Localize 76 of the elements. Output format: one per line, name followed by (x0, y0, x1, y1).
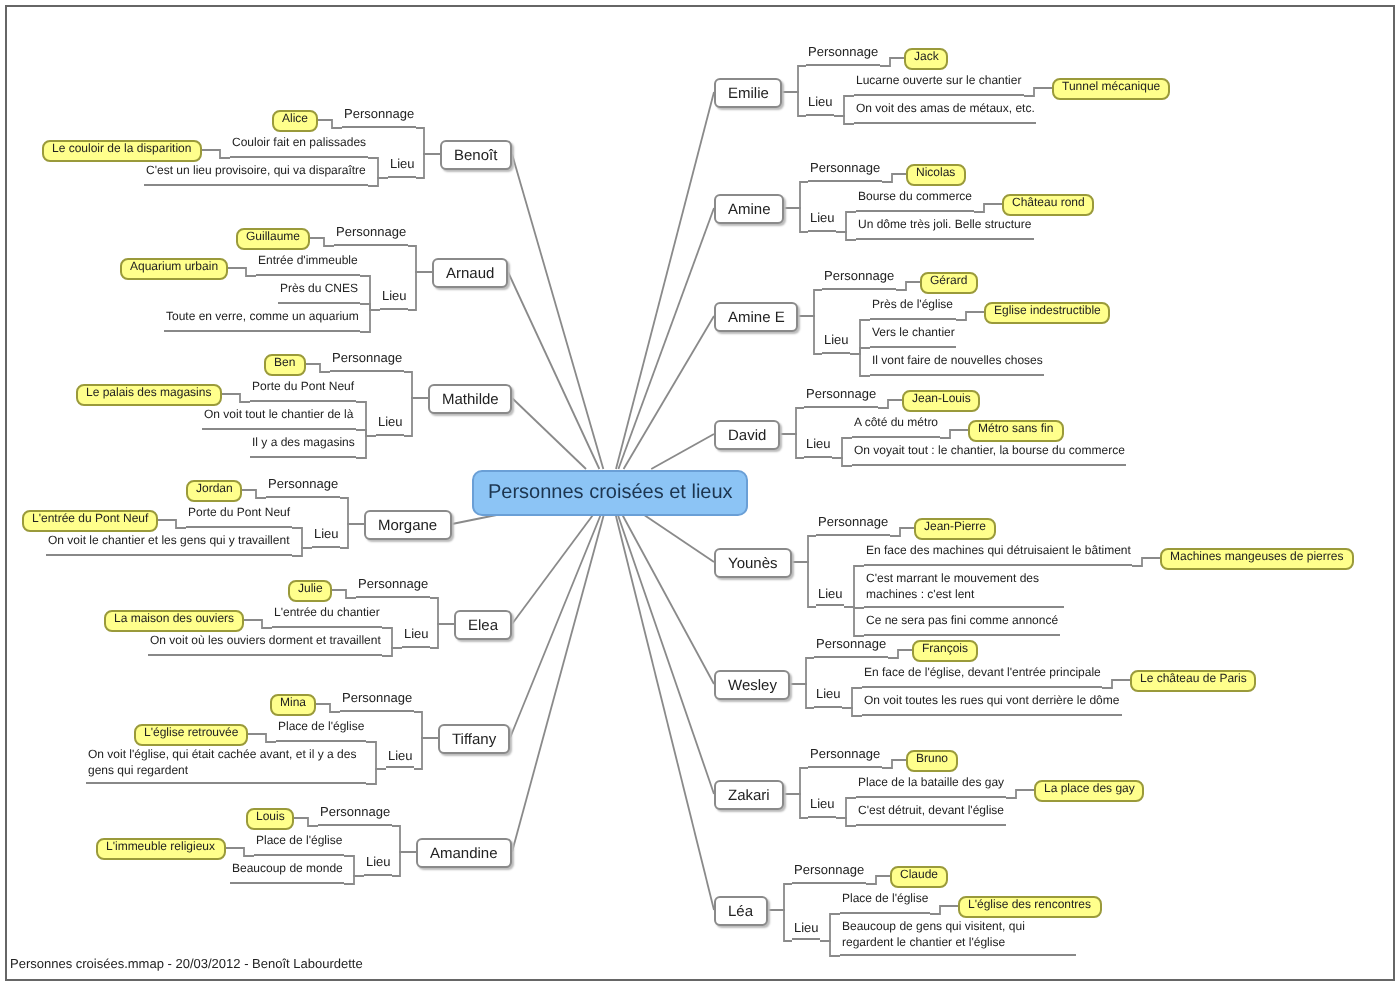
connector (929, 905, 959, 915)
connector (887, 649, 913, 659)
connector (201, 149, 231, 159)
connector (367, 177, 389, 187)
connector (1023, 87, 1053, 97)
connector (889, 527, 915, 537)
connector (221, 393, 251, 403)
connector (973, 203, 1003, 213)
connector (841, 707, 863, 717)
connector (879, 57, 905, 67)
connector (1131, 557, 1161, 567)
connector (849, 353, 871, 377)
connector (621, 514, 715, 685)
connector (881, 173, 907, 183)
connector (415, 153, 441, 179)
connector (365, 768, 387, 785)
connector (881, 759, 907, 769)
connector (831, 457, 853, 467)
connector (877, 399, 903, 409)
connector (650, 433, 715, 470)
connector (451, 514, 498, 525)
connector (643, 514, 715, 563)
connector (511, 153, 605, 470)
connector (1101, 679, 1131, 689)
connector (227, 267, 257, 277)
connector (359, 309, 381, 333)
connector (511, 514, 594, 625)
connector (305, 363, 331, 373)
connector (797, 315, 823, 355)
connector (783, 207, 809, 233)
connector (243, 619, 273, 629)
connector (157, 519, 187, 529)
connector (767, 909, 793, 942)
connector (615, 91, 715, 470)
connector (315, 703, 341, 713)
connector (622, 315, 715, 470)
connector (413, 737, 439, 770)
connector (309, 237, 335, 247)
connector (819, 940, 841, 957)
connector (381, 647, 403, 657)
connector (291, 547, 313, 557)
connector (781, 91, 807, 117)
connector (343, 875, 365, 885)
connector (293, 817, 319, 827)
connector (617, 207, 715, 470)
connector (355, 435, 377, 459)
connector (429, 623, 455, 649)
connector (614, 514, 715, 911)
connector (225, 847, 255, 857)
connector (835, 231, 857, 241)
connector (507, 271, 601, 470)
connector (339, 523, 365, 549)
connector (511, 397, 587, 470)
connector (865, 875, 891, 885)
connector (1005, 789, 1035, 799)
connector (895, 281, 921, 291)
connector (331, 589, 357, 599)
connector (955, 311, 985, 321)
connector (939, 429, 969, 439)
connector (391, 851, 417, 877)
connector (617, 514, 715, 795)
connector (509, 514, 602, 739)
connector (783, 793, 809, 819)
connector (789, 683, 815, 709)
connector (511, 514, 605, 853)
connector (779, 433, 805, 459)
connector (843, 606, 865, 637)
connector (241, 489, 267, 499)
connector (833, 115, 855, 125)
connector (403, 397, 429, 437)
central-topic: Personnes croisées et lieux (472, 469, 749, 515)
connector (407, 271, 433, 311)
connector (791, 561, 817, 608)
connector (835, 817, 857, 827)
connector (247, 733, 277, 743)
connector (317, 119, 343, 129)
